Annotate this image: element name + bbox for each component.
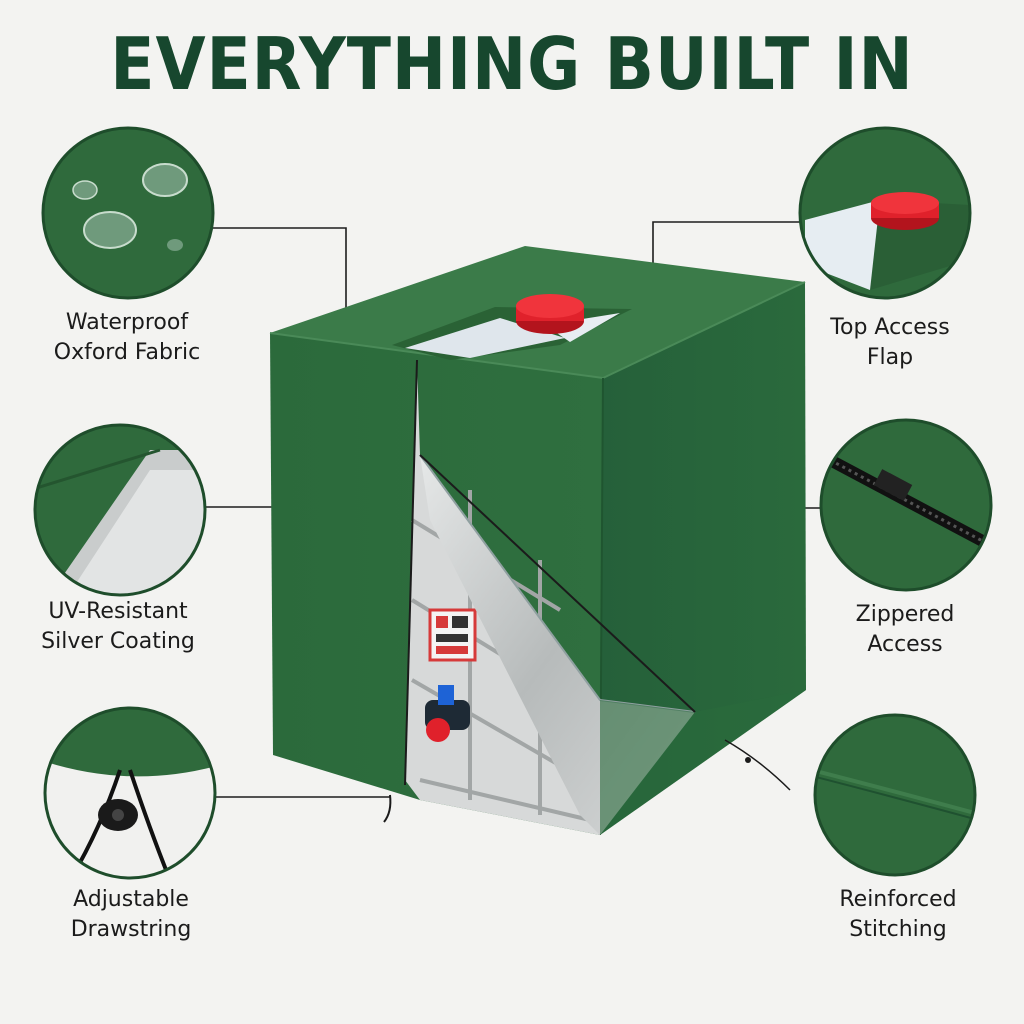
feature-circle-waterproof <box>41 126 215 300</box>
feature-label-line: Stitching <box>849 917 947 942</box>
feature-label-line: Adjustable <box>73 887 189 912</box>
feature-label-line: Oxford Fabric <box>53 340 201 365</box>
red-cap <box>516 294 584 334</box>
feature-label-line: Top Access <box>830 315 950 340</box>
feature-label-line: Zippered <box>855 602 955 627</box>
feature-label-uv: UV-Resistant Silver Coating <box>0 597 238 657</box>
feature-label-line: Silver Coating <box>41 629 195 654</box>
feature-circle-zipper <box>819 418 993 592</box>
feature-label-line: Access <box>867 632 943 657</box>
cover-side <box>600 282 806 835</box>
feature-label-drawstring: Adjustable Drawstring <box>11 885 251 945</box>
feature-circle-uv <box>33 423 207 597</box>
stitching-icon <box>815 768 975 817</box>
drawstring-cord <box>383 794 392 823</box>
tote-cover <box>269 246 806 836</box>
feature-label-line: Waterproof <box>65 310 189 335</box>
feature-label-waterproof: Waterproof Oxford Fabric <box>7 308 247 368</box>
page-title: EVERYTHING BUILT IN <box>110 22 914 106</box>
feature-label-line: UV-Resistant <box>48 599 188 624</box>
feature-circle-drawstring <box>43 706 217 880</box>
feature-label-line: Reinforced <box>839 887 957 912</box>
feature-label-line: Drawstring <box>70 917 192 942</box>
feature-circle-top-flap <box>798 126 972 300</box>
feature-circle-stitching <box>813 713 977 877</box>
feature-label-zipper: Zippered Access <box>785 600 1024 660</box>
feature-label-stitching: Reinforced Stitching <box>778 885 1018 945</box>
feature-label-line: Flap <box>866 345 914 370</box>
callout-line-waterproof <box>210 227 347 312</box>
valve <box>425 685 470 742</box>
feature-label-top-flap: Top Access Flap <box>770 313 1010 373</box>
water-droplets-icon <box>83 211 137 249</box>
